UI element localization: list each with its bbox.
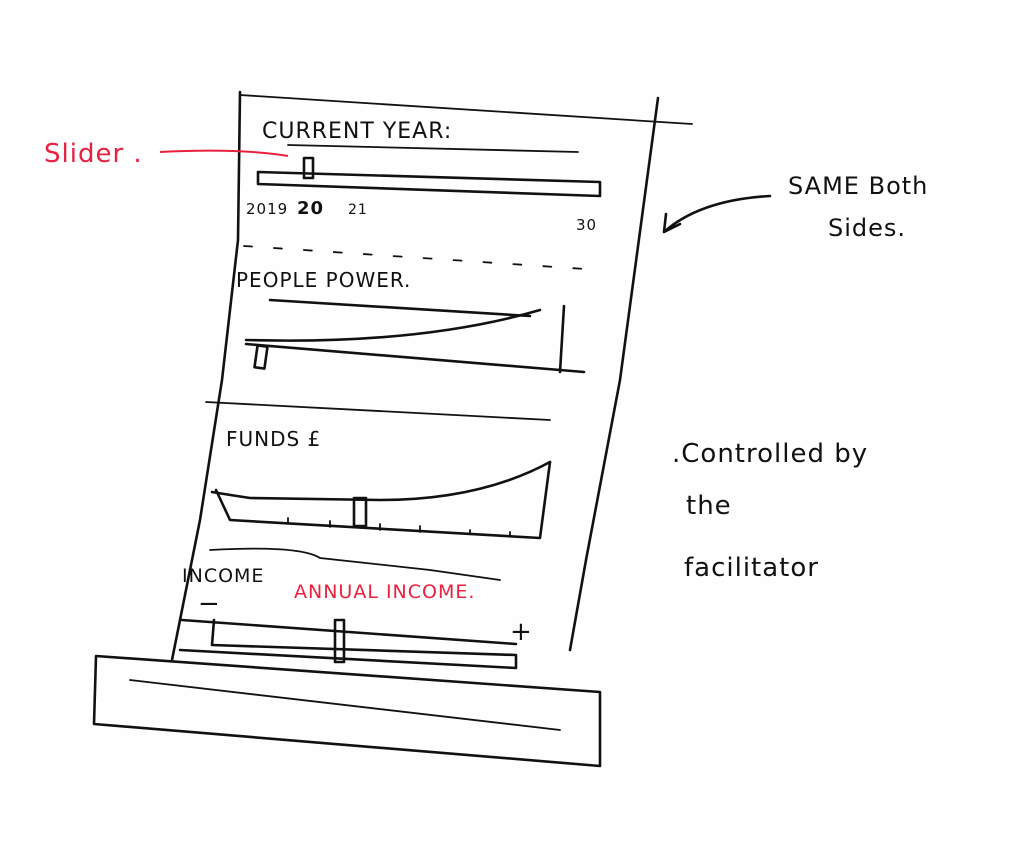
income-label: INCOME xyxy=(182,565,264,587)
slider-pointer-line xyxy=(159,149,289,157)
controlled-by-line2: the xyxy=(686,491,732,521)
people-power-underline xyxy=(268,298,532,318)
funds-handle[interactable] xyxy=(352,496,368,528)
funds-curve xyxy=(210,460,552,502)
year-slider-handle[interactable] xyxy=(302,156,315,180)
current-year-label: CURRENT YEAR: xyxy=(262,119,452,144)
same-both-sides-line2: Sides. xyxy=(828,214,906,242)
income-plus-button[interactable]: + xyxy=(510,617,533,647)
people-power-handle[interactable] xyxy=(253,344,269,370)
panel-left-border xyxy=(170,90,242,662)
income-track[interactable] xyxy=(178,618,518,670)
year-tick-20: 20 xyxy=(297,198,324,219)
year-tick-21: 21 xyxy=(348,202,368,218)
facilitator-bar[interactable] xyxy=(92,654,602,768)
year-tick-2019: 2019 xyxy=(246,200,288,218)
current-year-underline xyxy=(287,144,579,153)
panel-top-line xyxy=(239,94,693,125)
facilitator-slider-line[interactable] xyxy=(129,679,561,731)
same-both-sides-line1: SAME Both xyxy=(788,172,928,200)
section-divider xyxy=(205,401,551,421)
panel-right-border xyxy=(568,96,660,652)
year-slider-track[interactable] xyxy=(256,170,602,198)
funds-ticks xyxy=(287,517,511,537)
section-divider xyxy=(209,547,501,581)
funds-track[interactable] xyxy=(214,460,552,540)
people-power-track[interactable] xyxy=(244,304,586,374)
income-minus-button[interactable]: − xyxy=(198,589,221,619)
year-tick-30: 30 xyxy=(576,216,597,234)
funds-label: FUNDS £ xyxy=(226,427,321,451)
slider-annotation: Slider . xyxy=(44,139,143,169)
income-handle[interactable] xyxy=(333,618,346,664)
arrow-icon xyxy=(662,194,772,234)
controlled-by-line3: facilitator xyxy=(684,553,819,583)
people-power-label: PEOPLE POWER. xyxy=(236,268,411,292)
section-divider xyxy=(243,245,601,271)
people-power-curve xyxy=(244,308,542,342)
annual-income-annotation: ANNUAL INCOME. xyxy=(294,581,475,603)
controlled-by-line1: .Controlled by xyxy=(672,439,868,469)
